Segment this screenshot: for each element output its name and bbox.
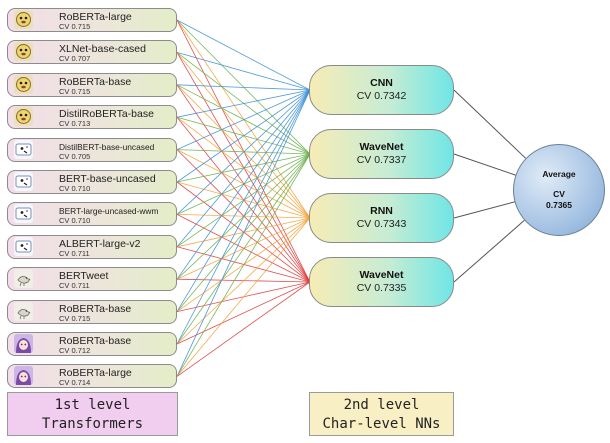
transformer-name: XLNet-base-cased: [59, 43, 146, 56]
transformer-to-nn-edge: [176, 281, 311, 345]
char-nn-name: WaveNet: [359, 269, 404, 281]
first-level-legend: 1st level Transformers: [7, 392, 178, 436]
transformer-to-nn-edge: [176, 89, 311, 248]
transformer-to-nn-edge: [176, 153, 311, 345]
dog-sticker-icon: [14, 74, 33, 94]
transformer-name: BERT-large-uncased-wwm: [59, 206, 159, 217]
bird-sketch-icon: [14, 301, 33, 321]
transformer-to-nn-edge: [176, 89, 311, 345]
average-title: Average: [542, 169, 576, 179]
cow-sticker-icon: [14, 236, 33, 256]
char-nn-name: CNN: [370, 77, 393, 89]
transformer-name: ALBERT-large-v2: [59, 237, 141, 250]
transformer-to-nn-edge: [176, 89, 311, 280]
transformer-to-nn-edge: [176, 217, 311, 345]
dog-sticker-icon: [14, 42, 33, 62]
transformer-cv: CV 0.715: [59, 313, 91, 323]
dog-sticker-icon: [14, 10, 33, 29]
transformer-cv: CV 0.710: [59, 184, 91, 193]
transformer-to-nn-edge: [176, 281, 311, 377]
transformer-cv: CV 0.710: [59, 216, 91, 226]
transformer-cv: CV 0.712: [59, 346, 91, 355]
average-score: 0.7365: [546, 200, 572, 210]
cow-sticker-icon: [14, 139, 33, 159]
transformer-cv: CV 0.705: [59, 151, 91, 161]
transformer-to-nn-edge: [176, 52, 311, 91]
transformer-cv: CV 0.711: [59, 248, 90, 258]
char-nn-name: WaveNet: [359, 141, 404, 153]
transformer-name: BERT-base-uncased: [59, 173, 156, 185]
char-nn-cv: CV 0.7337: [356, 154, 407, 166]
transformer-name: DistilRoBERTa-base: [59, 108, 154, 121]
transformer-cv: CV 0.713: [59, 119, 91, 129]
transformer-cv: CV 0.707: [59, 54, 91, 64]
transformer-name: RoBERTa-base: [59, 302, 132, 315]
char-nn-name: RNN: [370, 205, 393, 217]
anime-girl-icon: [14, 334, 33, 353]
transformer-to-nn-edge: [176, 84, 311, 91]
char-nn-cv: CV 0.7342: [356, 90, 407, 102]
transformer-to-nn-edge: [176, 89, 311, 183]
transformer-name: BERTweet: [59, 270, 109, 283]
transformer-cv: CV 0.714: [59, 378, 91, 388]
transformer-to-nn-edge: [176, 217, 311, 377]
transformer-to-nn-edge: [176, 89, 311, 312]
transformer-to-nn-edge: [176, 89, 311, 150]
transformer-to-nn-edge: [176, 89, 311, 118]
transformer-to-nn-edge: [176, 89, 311, 215]
transformer-name: RoBERTa-large: [59, 367, 132, 380]
bird-sketch-icon: [14, 269, 33, 289]
second-level-legend: 2nd level Char-level NNs: [309, 392, 454, 436]
transformer-to-nn-edge: [176, 153, 311, 377]
transformer-name: RoBERTa-large: [59, 11, 132, 23]
transformer-cv: CV 0.711: [59, 281, 90, 291]
transformer-name: RoBERTa-base: [59, 75, 132, 88]
second-level-legend-line2: Char-level NNs: [322, 416, 441, 432]
cow-sticker-icon: [14, 204, 33, 224]
char-nn-cv: CV 0.7335: [356, 282, 407, 294]
transformer-cv: CV 0.715: [59, 86, 91, 96]
nn-to-average-edge: [453, 219, 525, 283]
anime-girl-icon: [14, 366, 33, 386]
cow-sticker-icon: [14, 172, 33, 191]
char-nn-cv: CV 0.7343: [356, 218, 407, 230]
average-cv-label: CV: [553, 189, 565, 199]
nn-to-average-edge: [453, 153, 516, 176]
first-level-legend-line2: Transformers: [41, 416, 144, 432]
dog-sticker-icon: [14, 107, 33, 127]
transformer-to-nn-edge: [176, 19, 311, 91]
transformer-cv: CV 0.715: [59, 22, 91, 31]
transformer-name: RoBERTa-base: [59, 335, 132, 347]
first-level-legend-line1: 1st level: [54, 397, 131, 413]
nn-to-average-edge: [453, 89, 527, 159]
transformer-to-nn-edge: [176, 89, 311, 377]
average-node: Average CV 0.7365: [513, 144, 605, 236]
nn-to-average-edge: [453, 201, 515, 219]
transformer-name: DistilBERT-base-uncased: [59, 141, 155, 152]
second-level-legend-line1: 2nd level: [343, 397, 420, 413]
